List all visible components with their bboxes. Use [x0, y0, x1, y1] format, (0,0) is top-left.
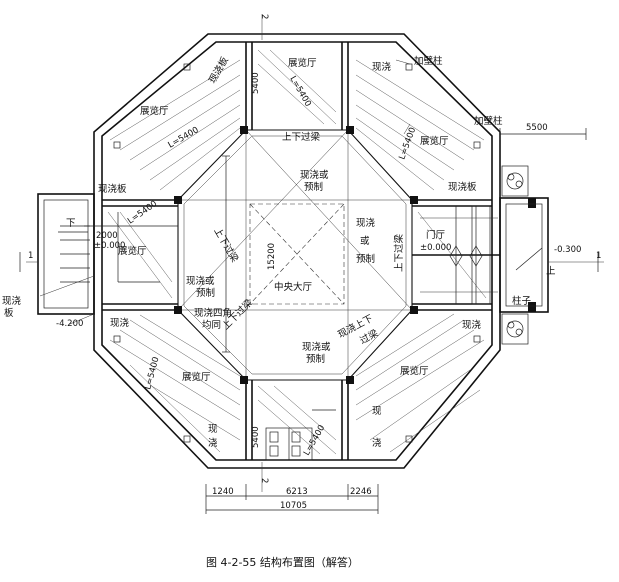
- label-wall-col-1: 加壁柱: [414, 55, 443, 67]
- label-exhibit-se: 展览厅: [400, 365, 429, 377]
- label-corner-1: 现浇四角: [194, 307, 232, 319]
- dim-b-total: 10705: [280, 501, 307, 511]
- label-beam-n: 上下过梁: [282, 131, 321, 143]
- label-wall-col-2: 加壁柱: [474, 115, 503, 127]
- label-exhibit-sw: 展览厅: [182, 371, 211, 383]
- label-west-level: ±0.000: [94, 241, 125, 251]
- east-entrance: [412, 165, 549, 345]
- wall-pilasters: [113, 63, 481, 443]
- label-cast-nw-top: 现浇板: [206, 54, 231, 85]
- label-level-w: -4.200: [56, 319, 83, 329]
- corner-columns: [174, 126, 536, 384]
- dimension-labels: 5400 L=5400 L=5400 L=5400 L=5400 L=5400 …: [126, 72, 548, 511]
- dim-s-L5400: L=5400: [302, 423, 327, 457]
- dim-ne-L5400: L=5400: [397, 126, 418, 161]
- label-center-e-2: 或: [360, 235, 370, 247]
- label-west-dim: 2000: [96, 231, 118, 241]
- label-center-e-3: 预制: [356, 253, 375, 265]
- label-cast-se-bottom: 现: [372, 406, 382, 417]
- label-cast-se-bottom2: 浇: [372, 437, 382, 449]
- dim-b-6213: 6213: [286, 487, 308, 497]
- dim-center-15200: 15200: [267, 243, 277, 270]
- axis-lines: [19, 14, 604, 492]
- south-fixtures: [265, 409, 336, 461]
- dim-n-5400: 5400: [251, 72, 261, 94]
- label-outside-left-2: 板: [4, 307, 14, 319]
- label-central-hall: 中央大厅: [274, 281, 313, 293]
- label-level-e: -0.300: [554, 245, 581, 255]
- label-exhibit-w: 展览厅: [118, 245, 147, 257]
- label-cast-sw: 现浇: [110, 317, 130, 329]
- dim-b-2246: 2246: [350, 487, 372, 497]
- label-exhibit-n: 展览厅: [288, 57, 317, 69]
- label-center-s-2: 预制: [306, 353, 325, 365]
- radial-walls: [102, 42, 492, 460]
- dim-e-5500: 5500: [526, 123, 548, 133]
- label-down: 下: [66, 218, 76, 229]
- dimension-lines: [205, 128, 587, 514]
- label-entrance-hall: 门厅: [426, 229, 446, 241]
- label-cast-w-left: 现浇板: [98, 183, 127, 195]
- label-axis-e: 1: [596, 251, 601, 261]
- label-center-n-1: 现浇或: [300, 169, 329, 181]
- label-cast-s-left: 现: [208, 424, 218, 435]
- label-cast-e-right: 现浇板: [448, 181, 477, 193]
- dim-s-5400: 5400: [251, 426, 261, 448]
- label-center-w-1: 现浇或: [186, 275, 215, 287]
- label-cast-se: 现浇: [462, 319, 482, 331]
- label-exhibit-ne: 展览厅: [420, 135, 449, 147]
- label-beam-e: 上下过梁: [393, 233, 405, 272]
- label-center-w-2: 预制: [196, 287, 215, 299]
- dim-n-L5400: L=5400: [287, 75, 312, 109]
- west-porch: [37, 193, 178, 315]
- dim-sw-L5400: L=5400: [143, 356, 161, 391]
- dim-w-L5400: L=5400: [126, 199, 159, 226]
- label-outside-left-1: 现浇: [2, 295, 22, 307]
- dim-b-1240: 1240: [212, 487, 234, 497]
- inner-octagon-walls: [177, 129, 413, 381]
- label-column: 柱子: [512, 295, 532, 307]
- label-cast-ne-top: 现浇: [372, 61, 392, 73]
- dim-nw-L5400: L=5400: [167, 125, 201, 150]
- slab-hatching: [107, 49, 487, 455]
- label-entrance-level: ±0.000: [420, 243, 451, 253]
- label-corner-2: 均同: [202, 319, 221, 331]
- label-axis-n: 2: [259, 14, 269, 19]
- label-exhibit-nw: 展览厅: [140, 105, 169, 117]
- label-center-e-1: 现浇: [356, 217, 376, 229]
- label-center-n-2: 预制: [304, 181, 323, 193]
- label-up: 上: [546, 266, 556, 277]
- leader-lines: [39, 59, 411, 325]
- figure-caption: 图 4-2-55 结构布置图（解答）: [206, 555, 359, 569]
- central-hall-diagonals: [177, 129, 413, 380]
- label-axis-w: 1: [28, 251, 33, 261]
- label-axis-s: 2: [259, 478, 269, 483]
- label-cast-s-left2: 浇: [208, 437, 218, 449]
- label-center-s-1: 现浇或: [302, 341, 331, 353]
